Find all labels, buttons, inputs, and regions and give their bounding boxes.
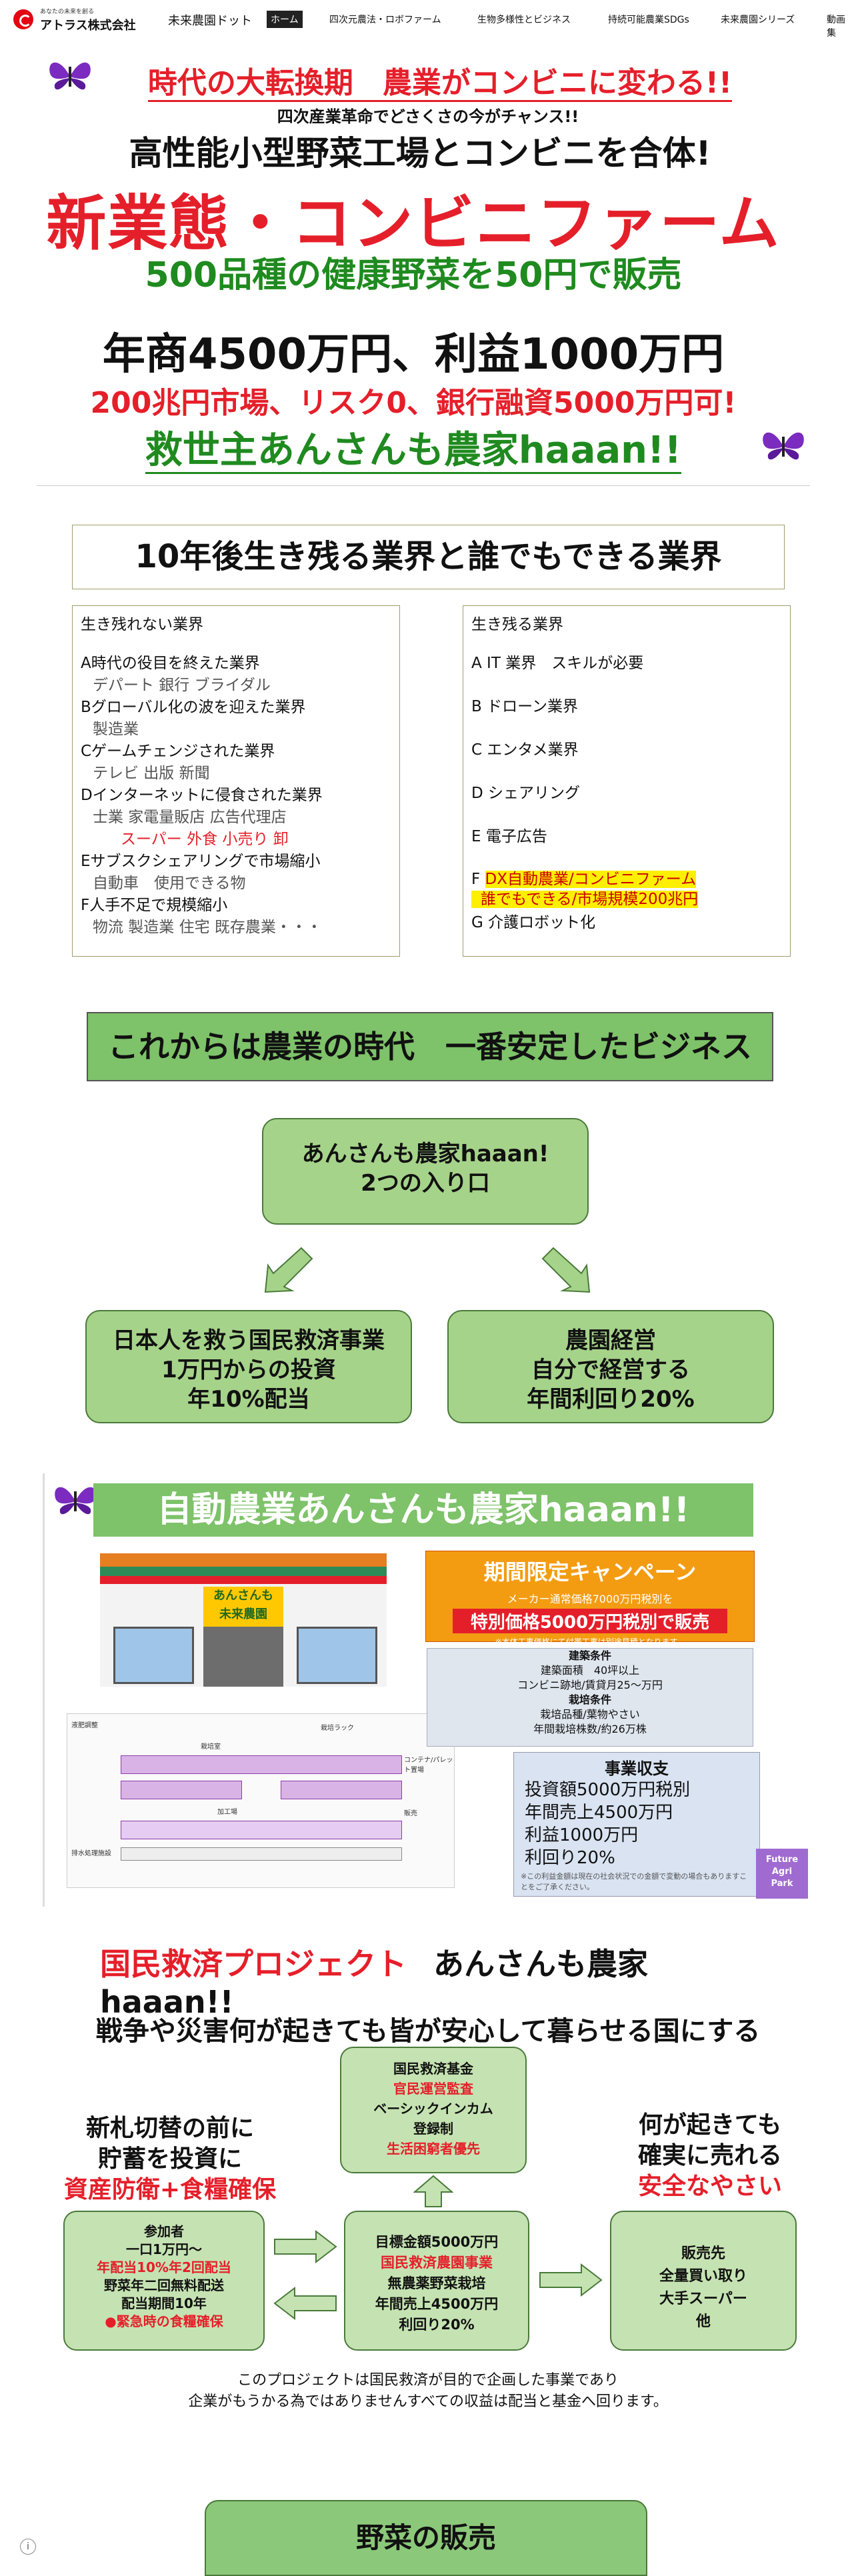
- list-item-sub-red: スーパー 外食 小売り 卸: [121, 831, 289, 848]
- hero-line-8: 救世主あんさんも農家haaan!!: [13, 420, 813, 474]
- fund-box: 国民救済基金 官民運営監査 ベーシックインカム 登録制 生活困窮者優先: [340, 2047, 527, 2173]
- auto-agri-title: 自動農業あんさんも農家haaan!!: [93, 1483, 753, 1537]
- butterfly-icon: [55, 1487, 96, 1515]
- nav-robofarm[interactable]: 四次元農法・ロボファーム: [329, 15, 441, 25]
- left-message: 新札切替の前に 貯蓄を投資に 資産防衛+食糧確保: [63, 2115, 277, 2203]
- list-item: A IT 業界 スキルが必要: [471, 655, 644, 672]
- list-item: D シェアリング: [471, 785, 581, 802]
- industries-title: 10年後生き残る業界と誰でもできる業界: [72, 525, 785, 589]
- list-item: Cゲームチェンジされた業界: [81, 743, 275, 760]
- nav-videos[interactable]: 動画集: [827, 15, 845, 39]
- arrow-right-icon: [274, 2230, 337, 2263]
- logo-tagline: あなたの未来を創る: [40, 9, 95, 15]
- list-item-sub: 自動車 使用できる物: [93, 875, 246, 892]
- arrow-down-right-icon: [541, 1247, 591, 1293]
- hero-line-4: 新業態・コンビニファーム: [46, 189, 781, 259]
- hero-line-2: 四次産業革命でどさくさの今がチャンス!!: [277, 107, 579, 126]
- arrow-down-left-icon: [264, 1247, 313, 1293]
- farm-management-box: 農園経営 自分で経営する 年間利回り20%: [447, 1310, 774, 1423]
- list-item: Bグローバル化の波を迎えた業界: [81, 699, 306, 716]
- list-item: A時代の役目を終えた業界: [81, 655, 260, 672]
- project-disclaimer: このプロジェクトは国民救済が目的で企画した事業であり 企業がもうかる為ではありま…: [188, 2372, 668, 2410]
- divider: [37, 485, 810, 486]
- list-item: F人手不足で規模縮小: [81, 897, 228, 914]
- list-item: E 電子広告: [471, 828, 547, 845]
- nav-series[interactable]: 未来農園シリーズ: [721, 15, 795, 25]
- site-title[interactable]: 未来農園ドット: [168, 14, 252, 28]
- nav-home[interactable]: ホーム: [267, 11, 303, 28]
- butterfly-icon: [49, 62, 91, 90]
- list-item: Dインターネットに侵食された業界: [81, 787, 323, 804]
- project-center-box: 目標金額5000万円 国民救済農園事業 無農薬野菜栽培 年間売上4500万円 利…: [344, 2211, 529, 2351]
- list-item: B ドローン業界: [471, 698, 578, 715]
- arrow-left-icon: [273, 2287, 337, 2320]
- list-item: G 介護ロボット化: [471, 914, 596, 931]
- sales-channel-box: 販売先 全量買い取り 大手スーパー 他: [610, 2211, 797, 2351]
- project-title: 国民救済プロジェクト あんさんも農家haaan!!: [100, 1946, 649, 2020]
- arrow-right-icon: [539, 2263, 603, 2297]
- investment-box: 日本人を救う国民救済事業 1万円からの投資 年10%配当: [85, 1310, 412, 1423]
- list-item-sub: テレビ 出版 新聞: [93, 765, 210, 782]
- list-item-sub: 士業 家電量販店 広告代理店: [93, 809, 287, 826]
- floor-plan-diagram: 液肥調整 栽培室 栽培ラック 加工場 コンテナ/パレット置場 販売 排水処理施設: [67, 1713, 455, 1888]
- hero-line-7: 200兆円市場、リスク0、銀行融資5000万円可!: [90, 386, 737, 420]
- entry-box: あんさんも農家haaan! 2つの入り口: [262, 1118, 589, 1225]
- future-agri-park-badge: Future Agri Park: [756, 1849, 808, 1899]
- info-icon[interactable]: i: [20, 2539, 36, 2555]
- campaign-banner: 期間限定キャンペーン メーカー通常価格7000万円税別を 特別価格5000万円税…: [425, 1551, 755, 1647]
- list-item: C エンタメ業界: [471, 741, 579, 759]
- list-item-sub: 物流 製造業 住宅 既存農業・・・: [93, 919, 322, 936]
- company-name[interactable]: アトラス株式会社: [40, 19, 136, 33]
- store-illustration: あんさんも 未来農園: [100, 1553, 387, 1687]
- agriculture-banner: これからは農業の時代 一番安定したビジネス: [87, 1012, 773, 1081]
- project-subtitle: 戦争や災害何が起きても皆が安心して暮らせる国にする: [95, 2016, 761, 2047]
- list-item-sub: デパート 銀行 ブライダル: [93, 677, 271, 694]
- surviving-head: 生き残る業界: [471, 616, 563, 633]
- surviving-list: A IT 業界 スキルが必要 B ドローン業界 C エンタメ業界 D シェアリン…: [471, 653, 699, 955]
- hero-line-3: 高性能小型野菜工場とコンビニを合体!: [129, 134, 711, 173]
- participants-box: 参加者 一口1万円〜 年配当10%年2回配当 野菜年二回無料配送 配当期間10年…: [63, 2211, 265, 2351]
- nav-biodiversity[interactable]: 生物多様性とビジネス: [477, 15, 571, 25]
- site-header: あなたの未来を創る アトラス株式会社 未来農園ドット ホーム 四次元農法・ロボフ…: [0, 0, 856, 41]
- hero-line-1: 時代の大転換期 農業がコンビニに変わる!!: [40, 59, 840, 102]
- arrow-up-icon: [413, 2175, 453, 2207]
- list-item: Eサブスクシェアリングで市場縮小: [81, 853, 321, 870]
- auto-agri-frame: [43, 1473, 809, 1907]
- declining-industries-box: 生き残れない業界 A時代の役目を終えた業界 デパート 銀行 ブライダル Bグロー…: [72, 605, 400, 957]
- hero-line-6: 年商4500万円、利益1000万円: [102, 330, 725, 379]
- list-item-highlight: F DX自動農業/コンビニファーム 誰でもできる/市場規模200兆円: [471, 871, 699, 908]
- vegetable-sales-heading: 野菜の販売: [205, 2500, 647, 2576]
- company-logo-icon[interactable]: [13, 9, 33, 29]
- nav-sdgs[interactable]: 持続可能農業SDGs: [608, 15, 689, 25]
- butterfly-icon: [763, 432, 804, 460]
- surviving-industries-box: 生き残る業界 A IT 業界 スキルが必要 B ドローン業界 C エンタメ業界 …: [463, 605, 791, 957]
- list-item-sub: 製造業: [93, 721, 139, 738]
- right-message: 何が起きても 確実に売れる 安全なやさい: [637, 2111, 782, 2200]
- hero-line-5: 500品種の健康野菜を50円で販売: [145, 255, 682, 295]
- financials-box: 事業収支 投資額5000万円税別 年間売上4500万円 利益1000万円 利回り…: [513, 1752, 760, 1897]
- declining-head: 生き残れない業界: [81, 616, 203, 633]
- conditions-box: 建築条件 建築面積 40坪以上 コンビニ跡地/賃貸月25〜万円 栽培条件 栽培品…: [427, 1648, 753, 1747]
- store-sign: あんさんも 未来農園: [203, 1587, 283, 1627]
- declining-list: A時代の役目を終えた業界 デパート 銀行 ブライダル Bグローバル化の波を迎えた…: [81, 653, 323, 939]
